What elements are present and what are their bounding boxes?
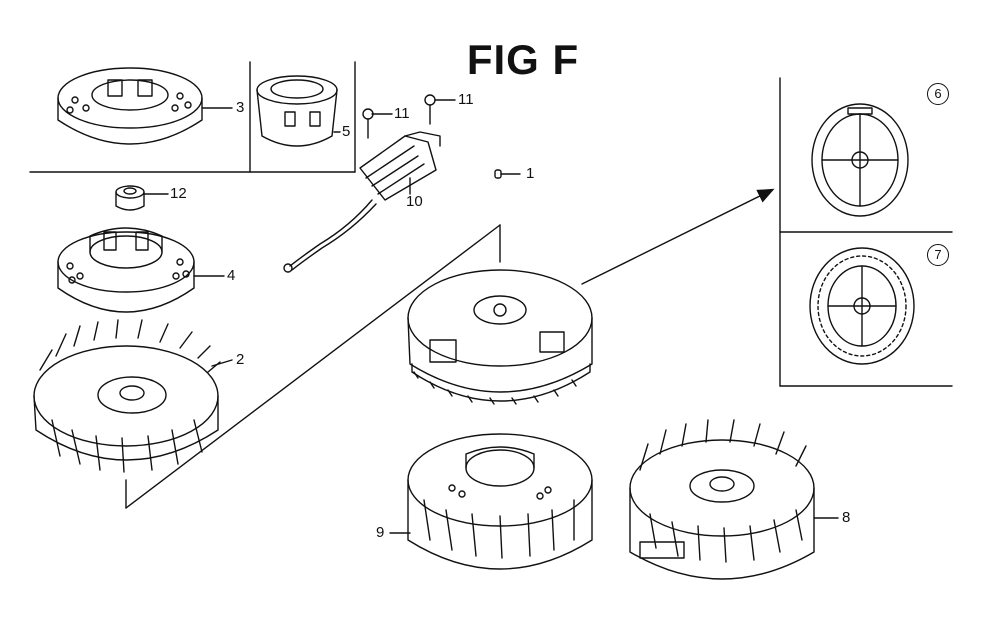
figure-title: FIG F [466, 36, 580, 83]
part-11-bolt-a [363, 109, 392, 138]
part-12-nut [116, 186, 144, 210]
callout-7: 7 [927, 244, 949, 266]
part-7-ring-gear-face [810, 248, 914, 364]
callout-8: 8 [842, 509, 851, 526]
callout-6: 6 [927, 83, 949, 105]
part-11-bolt-b [425, 95, 455, 124]
flywheel-assembly [408, 270, 592, 404]
part-2-cooling-fan [34, 320, 220, 472]
inset-frame-right [780, 78, 952, 386]
callout-9: 9 [376, 524, 385, 541]
callout-10: 10 [406, 193, 423, 210]
callout-5: 5 [342, 123, 351, 140]
part-5-collar [257, 76, 337, 146]
assembly-bracket-lines [126, 225, 500, 508]
inset-callout-arrow [582, 188, 775, 284]
part-4-starter-pulley [58, 228, 194, 312]
callout-3: 3 [236, 99, 245, 116]
callout-4: 4 [227, 267, 236, 284]
callout-11-a: 11 [394, 105, 410, 122]
callout-1: 1 [526, 165, 535, 182]
part-6-rotor-face [812, 104, 908, 216]
leader-lines [144, 108, 838, 533]
part-1-key [495, 170, 520, 178]
inset-frame-top-left [30, 62, 355, 172]
callout-2: 2 [236, 351, 245, 368]
part-9-magnet-fan [408, 434, 592, 569]
part-10-ignition-coil [284, 132, 440, 272]
part-3-cup-cover [58, 68, 202, 144]
callout-11-b: 11 [458, 91, 474, 108]
part-8-cooling-fan-alt [630, 420, 814, 579]
callout-12: 12 [170, 185, 187, 202]
